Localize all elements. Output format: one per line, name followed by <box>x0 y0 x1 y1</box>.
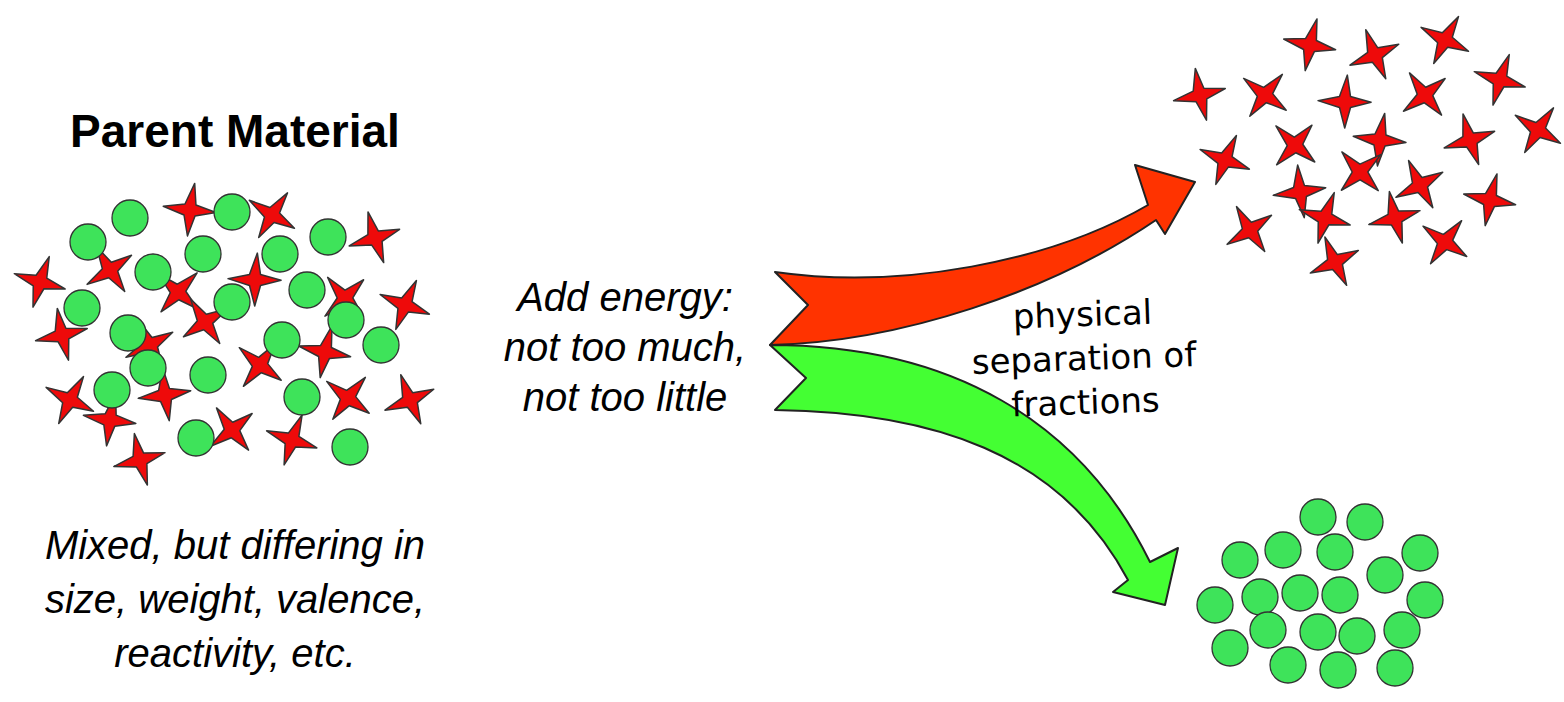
green-ball <box>1384 612 1420 648</box>
red-star <box>1437 107 1502 172</box>
ball-fraction <box>1197 499 1443 688</box>
process-note: physical separation of fractions <box>966 288 1202 428</box>
node-heading: Parent Material <box>15 104 455 158</box>
red-star <box>1349 109 1410 170</box>
red-star <box>159 179 220 240</box>
green-ball <box>1222 542 1258 578</box>
green-ball <box>1300 614 1336 650</box>
green-ball <box>1339 618 1375 654</box>
star-fraction <box>1169 3 1564 296</box>
red-star <box>1466 45 1534 113</box>
green-ball <box>214 284 250 320</box>
green-ball <box>178 420 214 456</box>
green-ball <box>264 322 300 358</box>
green-ball <box>1270 647 1306 683</box>
green-ball <box>110 315 146 351</box>
green-ball <box>70 224 106 260</box>
green-ball <box>289 272 325 308</box>
green-ball <box>1212 630 1248 666</box>
red-star <box>311 360 386 435</box>
green-ball <box>94 372 130 408</box>
green-ball <box>135 254 171 290</box>
red-star <box>1363 186 1426 249</box>
red-star <box>375 366 443 434</box>
green-ball <box>214 194 250 230</box>
red-star <box>1457 167 1522 232</box>
red-star <box>1190 124 1260 194</box>
green-ball <box>112 200 148 236</box>
red-star <box>1169 64 1230 125</box>
green-ball <box>1377 650 1413 686</box>
green-ball <box>1282 575 1318 611</box>
green-ball <box>1322 577 1358 613</box>
red-star <box>1408 204 1482 278</box>
red-star <box>1213 194 1285 266</box>
green-ball <box>1300 499 1336 535</box>
red-star <box>34 363 106 435</box>
green-ball <box>328 302 364 338</box>
red-star <box>1409 3 1481 75</box>
green-ball <box>1402 535 1438 571</box>
green-ball <box>185 236 221 272</box>
red-star <box>1340 21 1408 89</box>
red-star <box>6 247 74 315</box>
green-ball <box>1347 504 1383 540</box>
green-ball <box>190 357 226 393</box>
green-ball <box>262 236 298 272</box>
red-star <box>342 205 407 270</box>
green-ball <box>1317 534 1353 570</box>
red-star <box>1387 58 1461 132</box>
green-ball <box>1242 579 1278 615</box>
green-ball <box>1265 532 1301 568</box>
green-ball <box>130 350 166 386</box>
green-ball <box>1407 582 1443 618</box>
red-star <box>108 428 171 491</box>
green-ball <box>310 219 346 255</box>
green-ball <box>1367 557 1403 593</box>
red-star <box>1257 108 1332 183</box>
red-star <box>1316 73 1373 130</box>
green-ball <box>1250 612 1286 648</box>
red-star <box>1228 57 1303 132</box>
green-ball <box>1320 652 1356 688</box>
parent-mixture <box>6 177 444 491</box>
green-ball <box>64 290 100 326</box>
red-star <box>1300 227 1369 296</box>
green-ball <box>363 327 399 363</box>
red-star <box>257 405 326 474</box>
green-ball <box>284 379 320 415</box>
red-star <box>1501 92 1564 166</box>
green-ball <box>332 429 368 465</box>
process-note: Add energy: not too much, not too little <box>495 272 755 422</box>
parent-material-group: Parent MaterialMixed, but differing in s… <box>0 0 470 702</box>
red-star <box>1277 12 1342 77</box>
green-ball <box>1197 587 1233 623</box>
node-description: Mixed, but differing in size, weight, va… <box>15 518 455 680</box>
